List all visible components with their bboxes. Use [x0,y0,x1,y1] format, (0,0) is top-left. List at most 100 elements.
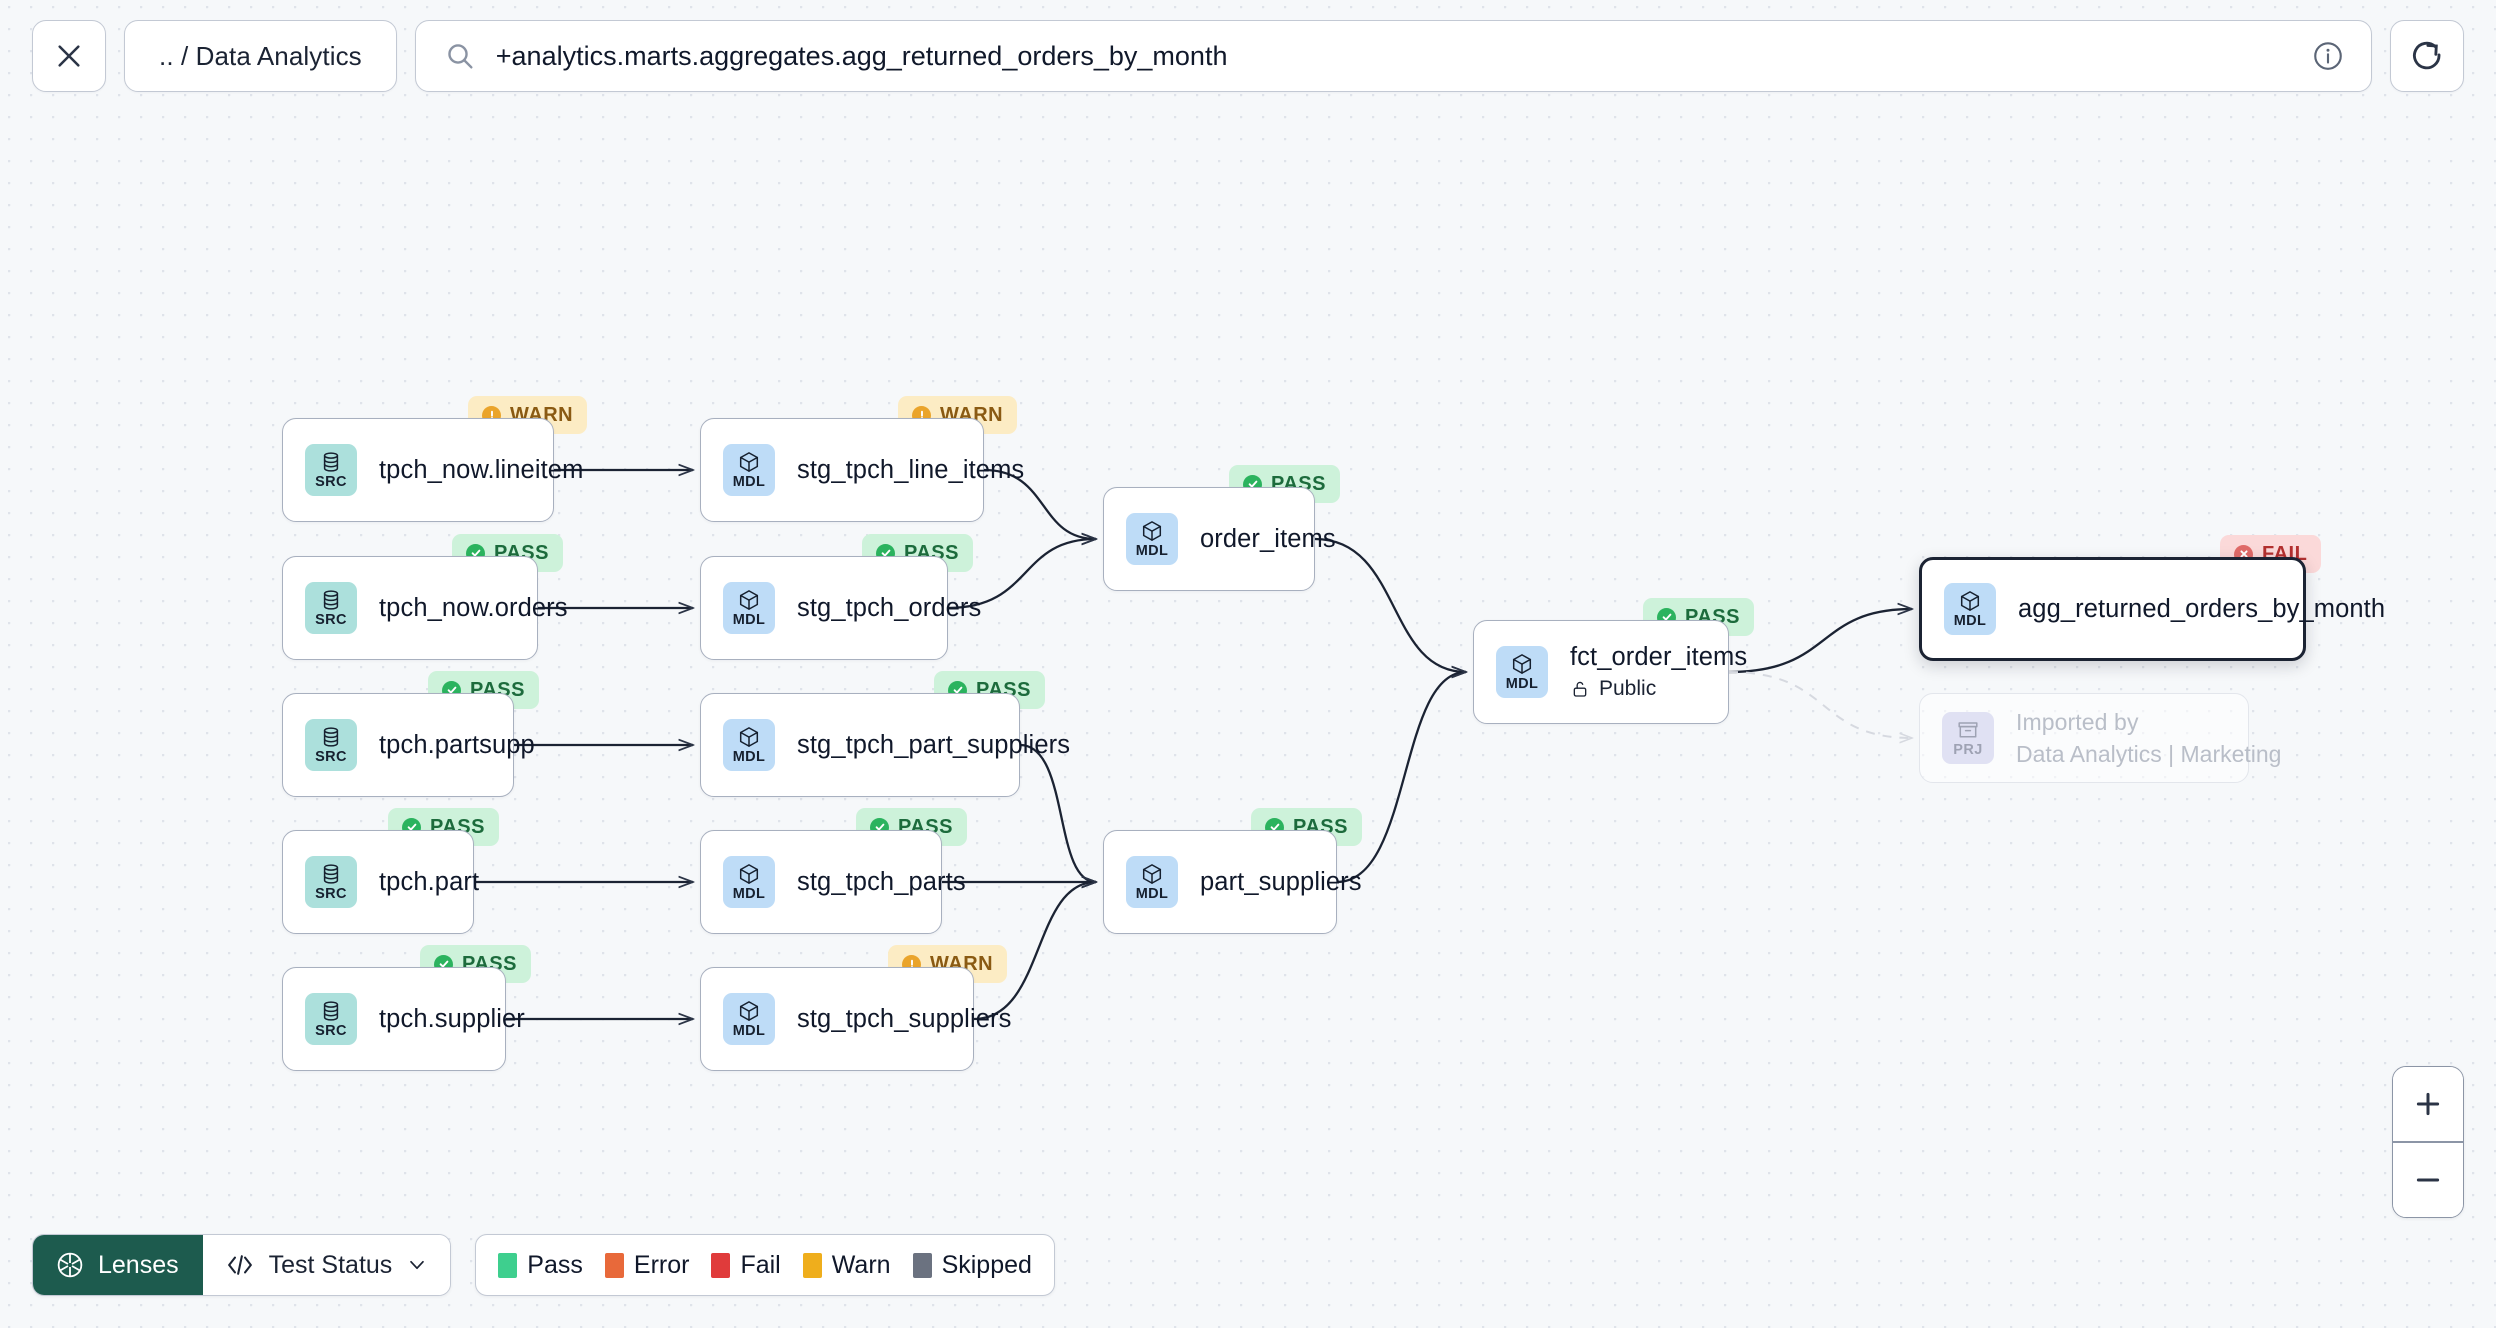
node-title: tpch.partsupp [379,730,535,759]
breadcrumb[interactable]: .. / Data Analytics [124,20,397,92]
database-icon [323,590,339,610]
zoom-out-button[interactable] [2393,1143,2463,1217]
node-text: agg_returned_orders_by_month [2018,595,2385,624]
node-type-label: MDL [732,612,766,629]
graph-node-tpch_supplier[interactable]: SRC tpch.supplier [282,967,525,1071]
project-archive-icon [1958,722,1978,738]
node-type-chip-mdl: MDL [723,993,775,1045]
graph-node-stg_tpch_orders[interactable]: MDL stg_tpch_orders [700,556,982,660]
node-type-chip-mdl: MDL [1496,646,1548,698]
legend-item-warn[interactable]: Warn [802,1251,891,1280]
unlock-icon [1573,681,1587,697]
node-type-chip-src: SRC [305,993,357,1045]
node-text: part_suppliers [1200,867,1362,897]
minus-icon [2416,1178,2440,1182]
database-icon [323,1001,339,1021]
database-icon [323,452,339,472]
zoom-in-button[interactable] [2393,1067,2463,1142]
code-brackets-icon [227,1255,252,1275]
close-button[interactable] [32,20,106,92]
node-subtitle: Public [1570,677,1728,701]
node-text: stg_tpch_parts [797,867,966,897]
cube-icon [739,727,759,748]
graph-node-stg_tpch_parts[interactable]: MDL stg_tpch_parts [700,830,966,934]
lenses-group: Lenses Test Status [32,1234,452,1296]
node-type-chip-mdl: MDL [723,444,775,496]
node-type-label: SRC [315,612,347,629]
node-type-label: MDL [1505,676,1539,693]
node-type-chip-mdl: MDL [1126,856,1178,908]
graph-edge [1336,672,1466,884]
refresh-icon [2412,41,2441,70]
node-type-label: MDL [1135,886,1169,903]
database-icon [323,864,339,884]
node-subtitle: Data Analytics | Marketing [2016,741,2281,768]
graph-edge [1728,671,1912,738]
legend-item-skipped[interactable]: Skipped [912,1251,1032,1280]
node-title: tpch_now.orders [379,593,568,622]
node-type-label: MDL [732,1023,766,1040]
refresh-button[interactable] [2390,20,2464,92]
legend-item-fail[interactable]: Fail [711,1251,781,1280]
node-type-label: SRC [315,1023,347,1040]
node-type-chip-mdl: MDL [723,856,775,908]
legend-swatch [711,1252,731,1278]
graph-node-tpch_now_orders[interactable]: SRC tpch_now.orders [282,556,568,660]
node-type-chip-mdl: MDL [1126,513,1178,565]
database-icon [323,727,339,747]
graph-node-tpch_partsupp[interactable]: SRC tpch.partsupp [282,693,535,797]
node-type-label: SRC [315,749,347,766]
bottom-toolbar: Lenses Test Status Pass Error Fail Warn Skip… [32,1234,1055,1296]
cube-icon [1142,864,1162,885]
graph-node-part_suppliers[interactable]: MDL part_suppliers [1103,830,1362,934]
legend-swatch [912,1252,932,1278]
node-text: Imported by Data Analytics | Marketing [2016,708,2281,768]
node-title: stg_tpch_suppliers [797,1004,1012,1033]
node-subtitle-text: Public [1599,677,1657,700]
graph-node-stg_tpch_line_items[interactable]: MDL stg_tpch_line_items [700,418,1025,522]
node-title: stg_tpch_parts [797,867,966,896]
cube-icon [739,864,759,885]
node-title: stg_tpch_orders [797,593,982,622]
cube-icon [1960,591,1980,612]
node-title: tpch.supplier [379,1004,525,1033]
node-title: stg_tpch_line_items [797,455,1025,484]
node-subtitle-text: Data Analytics | Marketing [2016,740,2282,767]
search-input[interactable]: +analytics.marts.aggregates.agg_returned… [414,20,2372,92]
node-title: stg_tpch_part_suppliers [797,730,1071,759]
lenses-button[interactable]: Lenses [33,1235,203,1295]
legend-swatch [802,1252,822,1278]
info-circle-icon[interactable] [2311,39,2345,73]
legend-item-error[interactable]: Error [604,1250,690,1280]
cube-icon [1512,654,1532,675]
legend-item-pass[interactable]: Pass [498,1251,583,1280]
node-text: tpch_now.orders [379,593,568,623]
cube-icon [739,1001,759,1022]
node-title: tpch.part [379,867,480,896]
graph-edge [1314,537,1466,672]
node-text: order_items [1200,525,1336,554]
node-type-label: MDL [1135,543,1169,560]
node-title: Imported by [2016,708,2139,735]
node-text: tpch_now.lineitem [379,456,583,485]
node-text: stg_tpch_suppliers [797,1004,1012,1034]
graph-node-stg_tpch_suppliers[interactable]: MDL stg_tpch_suppliers [700,967,1012,1071]
top-toolbar: .. / Data Analytics +analytics.marts.agg… [0,0,2496,112]
node-title: fct_order_items [1570,643,1748,671]
graph-edge [973,882,1096,1021]
node-text: stg_tpch_orders [797,593,982,623]
node-title: part_suppliers [1200,867,1362,896]
test-status-dropdown[interactable]: Test Status [202,1235,451,1295]
graph-node-order_items[interactable]: MDL order_items [1103,487,1336,591]
legend-label: Error [633,1250,690,1279]
cube-icon [739,590,759,611]
